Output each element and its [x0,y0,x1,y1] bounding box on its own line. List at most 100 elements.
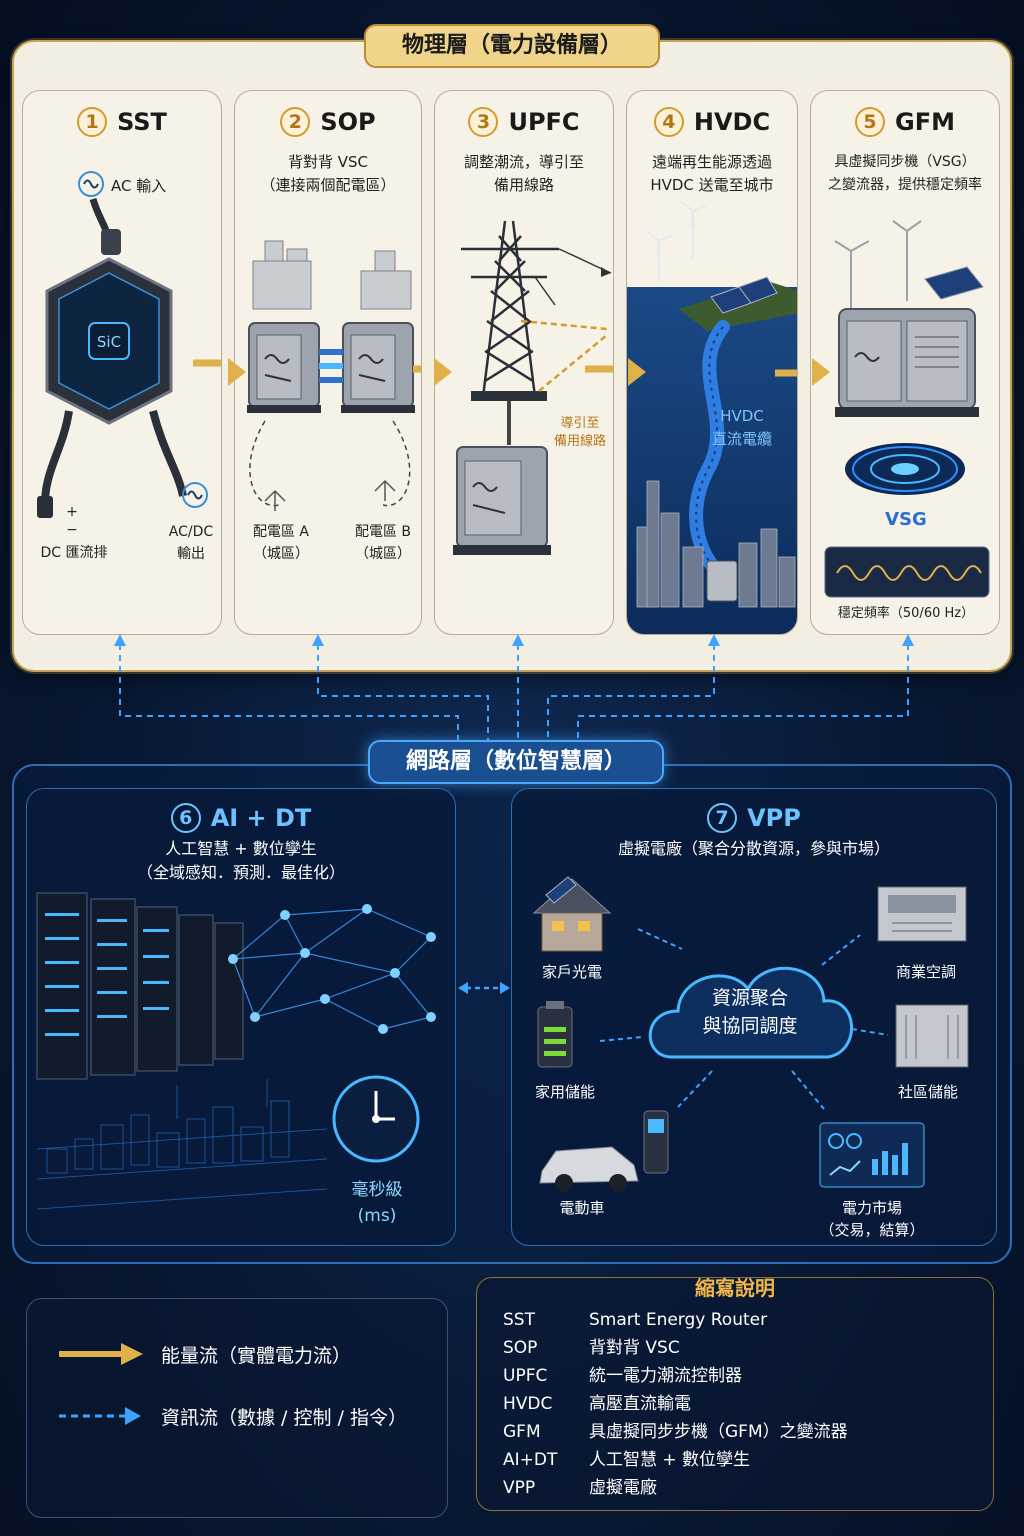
number-badge: 4 [653,107,684,137]
number-badge: 2 [280,107,311,137]
abbr-key: SST [503,1310,535,1330]
network-layer-title: 網路層（數位智慧層） [368,740,664,784]
ai-vpp-bidirectional-arrow [458,982,510,994]
vpp-heading: 7 VPP [512,803,996,833]
hvdc-cable-label-2: 直流電纜 [711,430,772,448]
millisecond-label-1: 毫秒級 [351,1180,403,1200]
market-label-1: 電力市場 [841,1199,902,1217]
info-flow-legend-label: 資訊流（數據 / 控制 / 指令） [161,1407,407,1429]
abbr-key: SOP [503,1338,538,1358]
home-pv-label: 家戶光電 [541,963,602,981]
vpp-description: 虛擬電廠（聚合分散資源，參與市場） [617,839,890,858]
card-gfm-description: 具虛擬同步機（VSG） 之變流器，提供穩定頻率 [811,151,999,197]
plus-label: + [66,504,78,520]
desc-line-2: HVDC 送電至城市 [650,176,774,194]
abbr-value: 統一電力潮流控制器 [589,1366,742,1386]
info-flow-legend-arrow [59,1407,141,1425]
abbreviation-row: HVDC 高壓直流輸電 [503,1390,691,1418]
card-hvdc-heading: 4 HVDC [627,107,797,137]
ac-input-label: AC 輸入 [111,177,167,195]
card-sst-heading: 1 SST [23,107,221,137]
gfm-inverter-illustration [824,220,990,598]
district-b-label: 配電區 B [354,524,412,540]
ai-dt-desc-1: 人工智慧 + 數位孿生 [165,839,317,858]
legend-box: 能量流（實體電力流） 資訊流（數據 / 控制 / 指令） [26,1298,448,1518]
guide-label-1: 導引至 [560,416,600,431]
dc-bus-label: DC 匯流排 [40,545,108,561]
info-flow-connectors [114,634,914,742]
energy-flow-legend-arrow [59,1343,143,1365]
desc-line-1: 遠端再生能源透過 [651,153,772,171]
card-title: SOP [320,108,376,136]
upfc-tower-illustration [453,220,613,555]
card-sop: 2 SOP 背對背 VSC（連接兩個配電區） 配電區 A （城區） 配電區 B （… [234,90,422,635]
abbr-value: 具虛擬同步步機（GFM）之變流器 [589,1422,848,1442]
energy-flow-legend-label: 能量流（實體電力流） [161,1345,352,1367]
abbr-value: Smart Energy Router [589,1310,768,1330]
abbr-value: 虛擬電廠 [589,1478,657,1498]
card-hvdc-description: 遠端再生能源透過 HVDC 送電至城市 [627,151,797,197]
desc-line-2: 之變流器，提供穩定頻率 [828,177,982,193]
sst-device-illustration: SiC [37,171,221,518]
millisecond-label-2: (ms) [357,1206,397,1226]
abbr-value: 高壓直流輸電 [589,1394,691,1414]
cloud-label-1: 資源聚合 [711,987,788,1009]
number-badge: 3 [468,107,499,137]
cloud-label-2: 與協同調度 [702,1015,798,1037]
abbr-key: GFM [503,1422,541,1442]
market-label-2: （交易，結算） [819,1221,925,1239]
abbreviation-title: 縮寫說明 [695,1276,775,1300]
acdc-output-label-2: 輸出 [177,546,205,562]
sop-converters-illustration [247,240,421,511]
card-title: VPP [747,804,801,832]
abbr-key: UPFC [503,1366,548,1386]
abbr-key: VPP [503,1478,536,1498]
abbr-value: 人工智慧 + 數位孿生 [589,1450,751,1470]
home-storage-label: 家用儲能 [534,1083,595,1101]
district-b-sub: （城區） [355,546,411,562]
district-a-sub: （城區） [253,546,309,562]
card-title: HVDC [693,108,771,136]
minus-label: − [66,522,78,538]
desc-line-1: 背對背 VSC [287,153,369,171]
stable-frequency-label: 穩定頻率（50/60 Hz） [837,606,975,621]
hvdc-seascape-illustration [627,200,797,634]
abbr-key: HVDC [503,1394,553,1414]
energy-flow-arrows [228,358,830,386]
ai-datacenter-network-illustration [36,892,436,1210]
number-badge: 7 [707,803,738,833]
card-title: UPFC [508,108,580,136]
card-sop-heading: 2 SOP [235,107,421,137]
number-badge: 1 [77,107,108,137]
ev-label: 電動車 [559,1199,605,1217]
card-upfc-description: 調整潮流，導引至備用線路 [435,151,613,197]
card-sop-description: 背對背 VSC（連接兩個配電區） [235,151,421,197]
ai-dt-desc-2: （全域感知．預測．最佳化） [136,863,345,882]
number-badge: 6 [170,803,201,833]
desc-line-1: 具虛擬同步機（VSG） [834,154,976,170]
vpp-resources-illustration [532,876,969,1192]
abbr-value: 背對背 VSC [589,1338,680,1358]
card-title: SST [117,108,167,136]
abbreviation-row: SOP 背對背 VSC [503,1334,680,1362]
number-badge: 5 [855,107,885,137]
desc-line-2: 備用線路 [493,176,554,194]
district-a-label: 配電區 A [252,524,310,540]
abbr-key: AI+DT [503,1450,558,1470]
card-upfc-heading: 3 UPFC [435,107,613,137]
guide-label-2: 備用線路 [553,434,606,449]
card-vpp: 7 VPP 虛擬電廠（聚合分散資源，參與市場） [511,788,997,1246]
abbreviation-row: GFM 具虛擬同步步機（GFM）之變流器 [503,1418,848,1446]
vsg-label: VSG [885,509,927,530]
community-storage-label: 社區儲能 [897,1083,958,1101]
desc-line-1: 調整潮流，導引至 [463,153,584,171]
commercial-ac-label: 商業空調 [895,963,956,981]
hvdc-cable-label-1: HVDC [720,407,764,425]
